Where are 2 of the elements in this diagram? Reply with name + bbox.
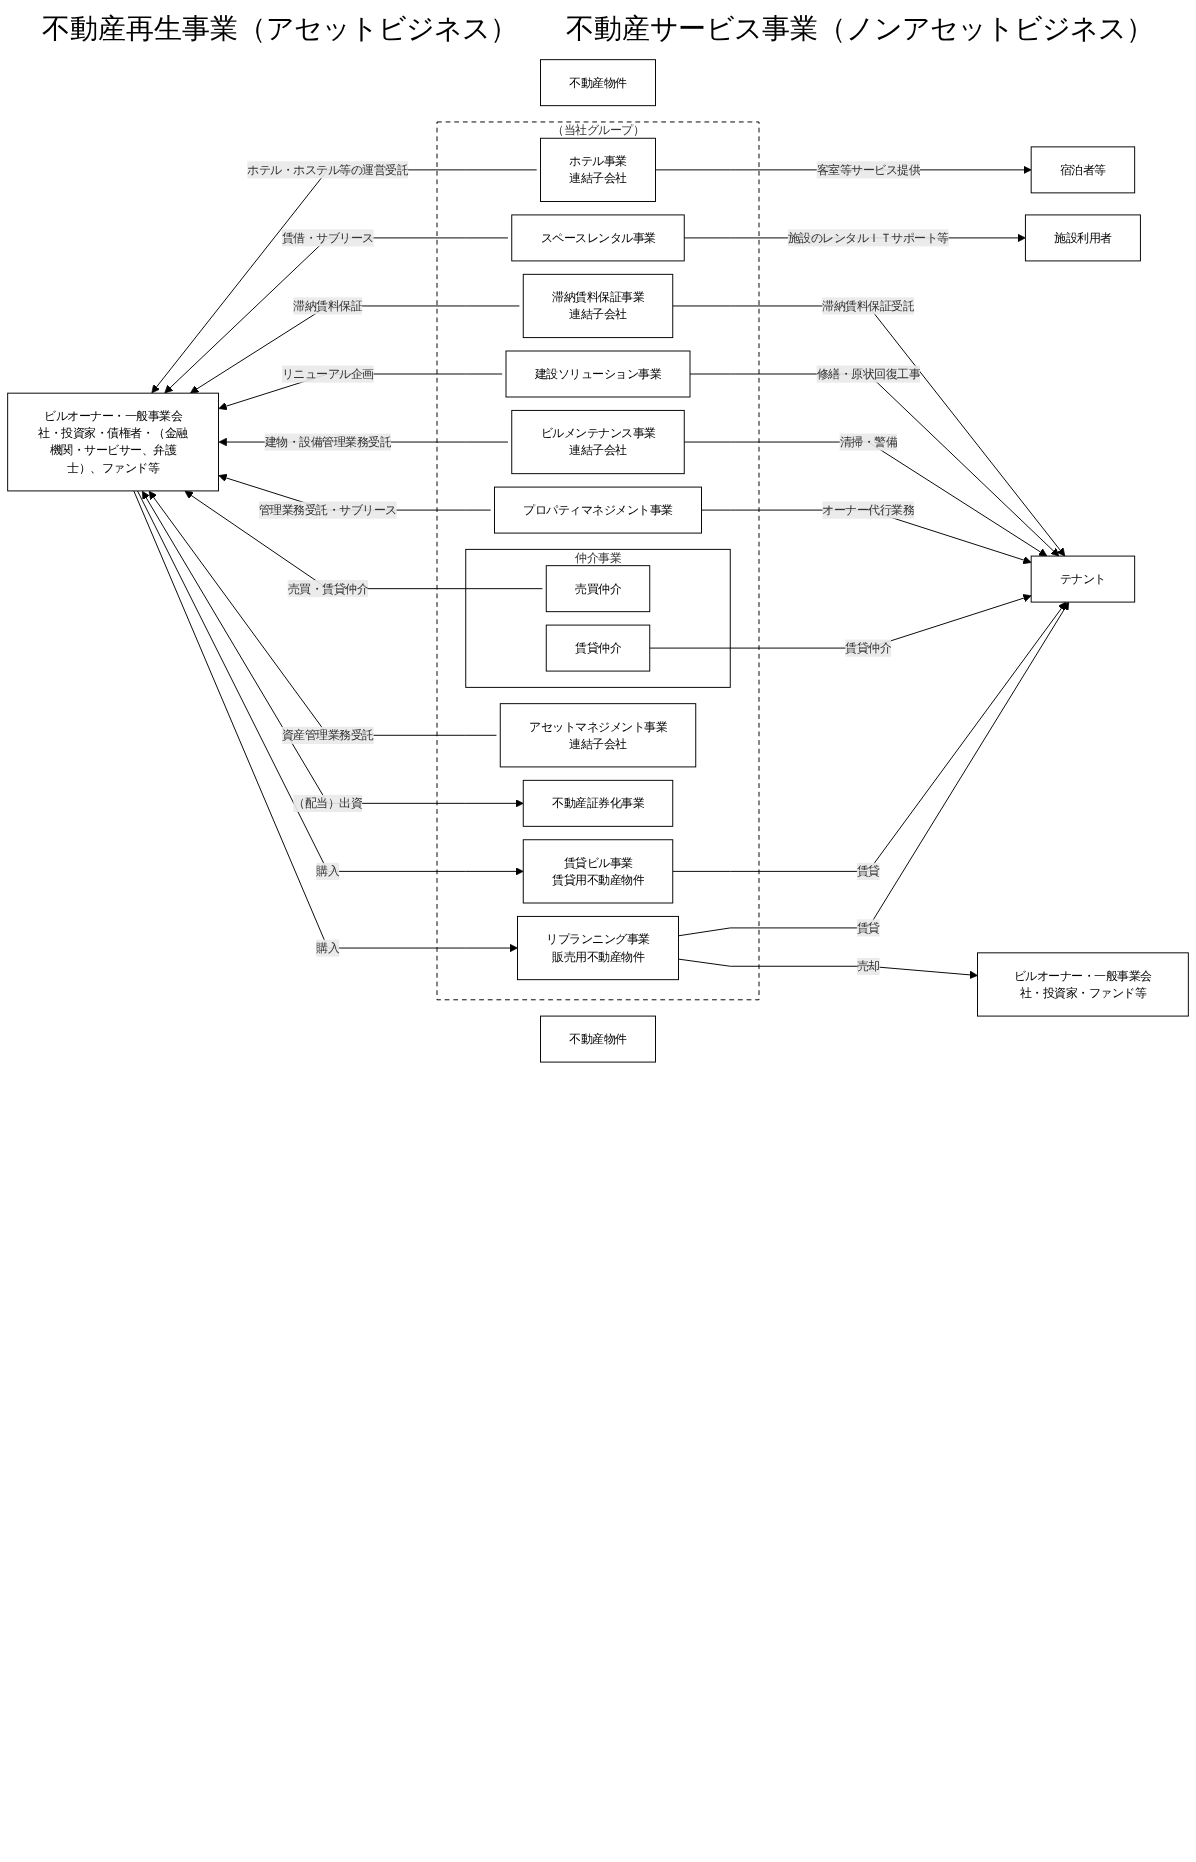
section-heading: 不動産サービス事業（ノンアセットビジネス）: [566, 12, 1154, 48]
section-heading: 不動産再生事業（アセットビジネス）: [42, 12, 518, 48]
